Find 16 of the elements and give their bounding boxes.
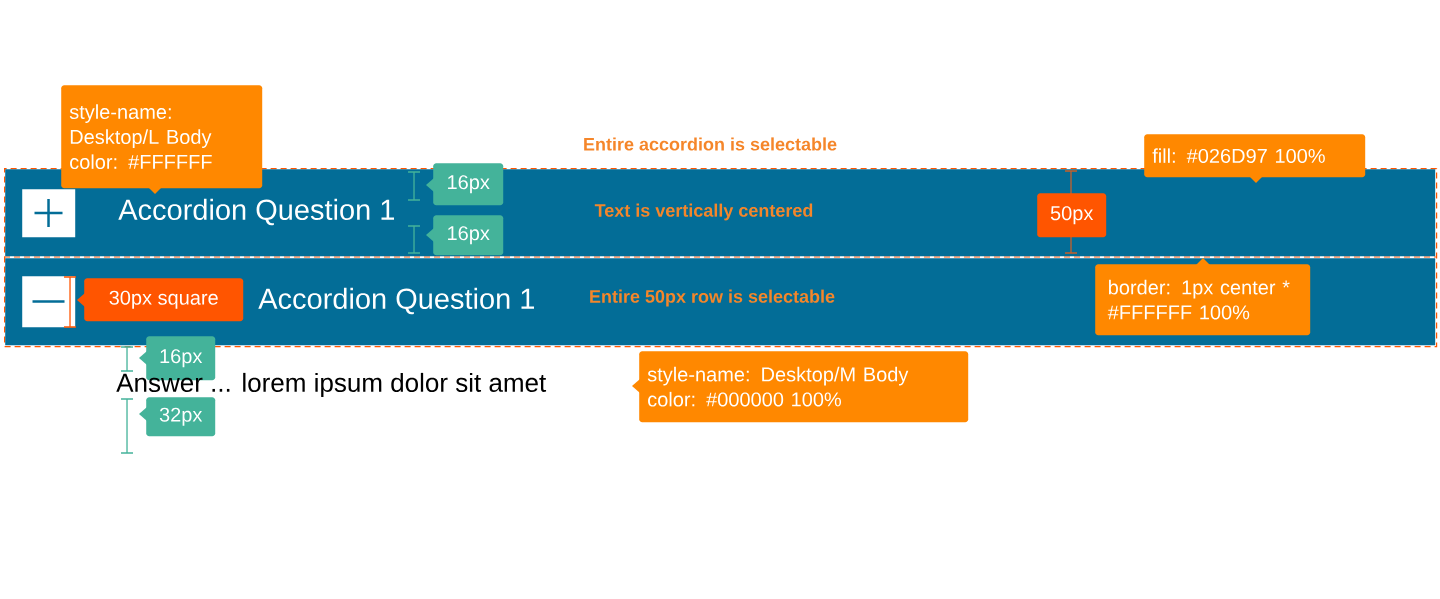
measurement-tag: 16px <box>426 215 504 256</box>
measurement-tag: 16px <box>426 163 504 206</box>
callout: style-name: Desktop/L Body color: #FFFFFF <box>61 85 263 194</box>
callout: style-name: Desktop/M Body color: #000000 100% <box>632 351 969 423</box>
callout: border: 1px center * #FFFFFF 100% <box>1095 258 1311 336</box>
measurement-tag: 32px <box>139 397 216 437</box>
note-text: Entire 50px row is selectable <box>590 289 835 307</box>
callout: fill: #026D97 100% <box>1144 134 1366 183</box>
question-text: Accordion Question 1 <box>118 198 394 226</box>
note-text: Entire accordion is selectable <box>584 137 837 151</box>
question-text: Accordion Question 1 <box>258 287 534 315</box>
minus-icon <box>22 276 76 328</box>
measurement-tag: 50px <box>1037 193 1107 238</box>
measurement-tag: 30px square <box>77 278 244 322</box>
plus-icon <box>22 189 76 238</box>
note-text: Text is vertically centered <box>594 203 813 221</box>
